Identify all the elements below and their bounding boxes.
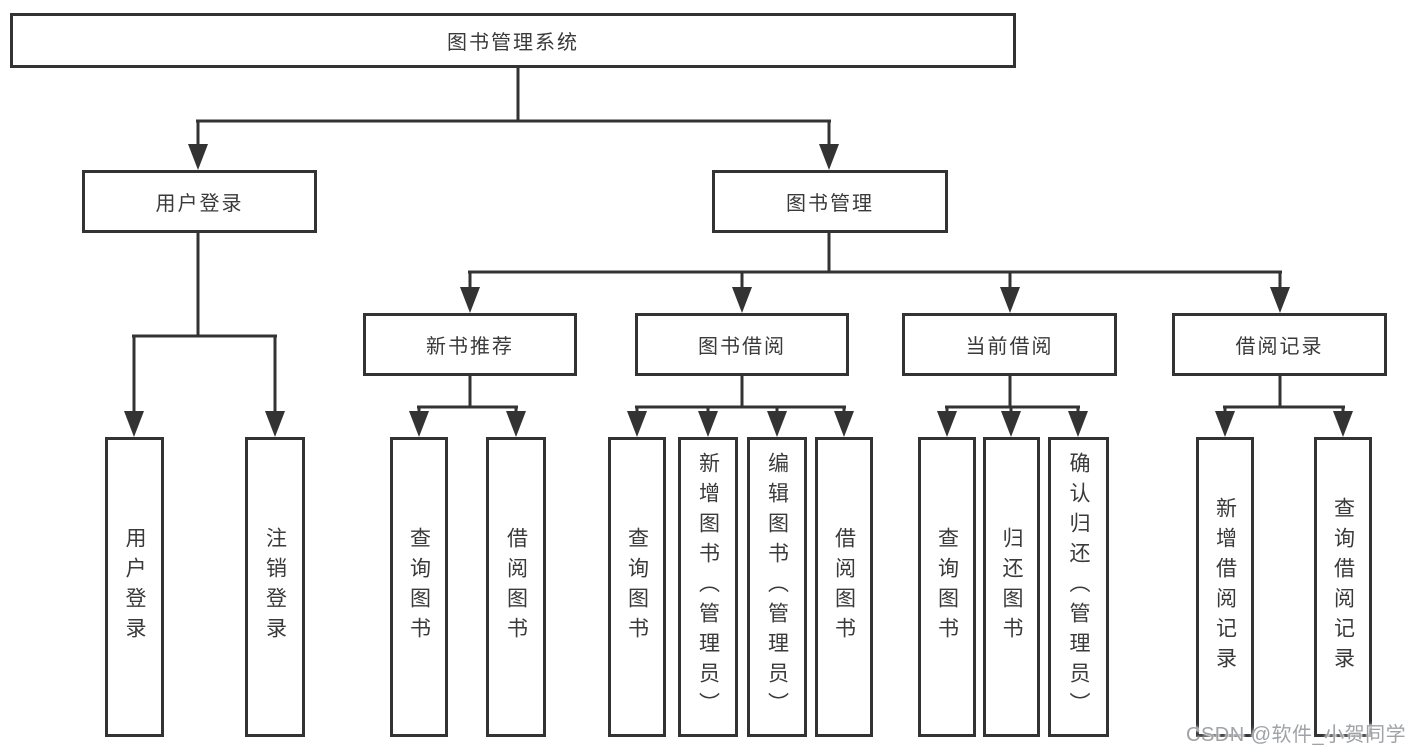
leaf-query-books-2: 查询图书 xyxy=(608,437,666,737)
arrowhead-icon xyxy=(409,411,429,437)
arrowhead-icon xyxy=(767,411,787,437)
node-new-book-recommendation: 新书推荐 xyxy=(363,313,577,376)
node-label: 图书借阅 xyxy=(698,336,786,358)
connector-borrow-records-to-leaves xyxy=(1223,376,1345,416)
leaf-user-login: 用户登录 xyxy=(105,437,164,737)
leaf-edit-books-admin: 编辑图书（管理员） xyxy=(747,437,807,737)
arrowhead-icon xyxy=(698,411,718,437)
leaf-label: 注销登录 xyxy=(263,527,287,647)
node-label: 用户登录 xyxy=(155,193,244,215)
leaf-confirm-return-admin: 确认归还（管理员） xyxy=(1048,437,1109,737)
node-library-management-system: 图书管理系统 xyxy=(10,13,1016,68)
node-label: 借阅记录 xyxy=(1235,336,1324,358)
connector-new-books-to-leaves xyxy=(417,376,518,416)
leaf-logout: 注销登录 xyxy=(245,437,305,737)
arrowhead-icon xyxy=(506,411,526,437)
arrowhead-icon xyxy=(1001,411,1021,437)
node-current-borrowing: 当前借阅 xyxy=(902,313,1117,376)
node-user-login: 用户登录 xyxy=(82,170,317,233)
connector-root-to-level2 xyxy=(196,66,831,150)
leaf-borrow-books-2: 借阅图书 xyxy=(815,437,873,737)
leaf-label: 借阅图书 xyxy=(832,527,856,647)
leaf-label: 查询图书 xyxy=(407,527,431,647)
connector-current-borrow-to-leaves xyxy=(945,376,1080,416)
node-book-management: 图书管理 xyxy=(712,170,948,233)
leaf-borrow-books-1: 借阅图书 xyxy=(486,437,546,737)
node-book-borrowing: 图书借阅 xyxy=(635,313,849,376)
arrowhead-icon xyxy=(460,287,480,313)
node-label: 当前借阅 xyxy=(965,336,1054,358)
node-label: 图书管理 xyxy=(786,193,874,215)
leaf-query-books-1: 查询图书 xyxy=(390,437,448,737)
leaf-add-borrow-record: 新增借阅记录 xyxy=(1196,437,1254,737)
arrowhead-icon xyxy=(819,144,839,170)
leaf-label: 归还图书 xyxy=(1000,527,1023,647)
leaf-label: 查询借阅记录 xyxy=(1331,497,1355,677)
arrowhead-icon xyxy=(1000,287,1020,313)
leaf-label: 确认归还（管理员） xyxy=(1067,452,1090,722)
arrowhead-icon xyxy=(188,144,208,170)
arrowhead-icon xyxy=(1068,411,1088,437)
arrowhead-icon xyxy=(124,411,144,437)
leaf-label: 借阅图书 xyxy=(504,527,528,647)
arrowhead-icon xyxy=(937,411,957,437)
arrowhead-icon xyxy=(627,411,647,437)
leaf-label: 用户登录 xyxy=(123,527,146,647)
leaf-query-borrow-record: 查询借阅记录 xyxy=(1314,437,1372,737)
leaf-label: 查询图书 xyxy=(625,527,649,647)
csdn-watermark: CSDN @软件_小贺同学 xyxy=(1186,724,1405,746)
leaf-label: 编辑图书（管理员） xyxy=(765,452,789,722)
arrowhead-icon xyxy=(1270,287,1290,313)
leaf-label: 新增图书（管理员） xyxy=(696,452,720,722)
leaf-query-books-3: 查询图书 xyxy=(918,437,976,737)
arrowhead-icon xyxy=(834,411,854,437)
connector-user-login-to-leaves xyxy=(132,233,277,416)
arrowhead-icon xyxy=(1215,411,1235,437)
leaf-return-books: 归还图书 xyxy=(983,437,1040,737)
node-borrowing-records: 借阅记录 xyxy=(1172,313,1387,376)
node-label: 新书推荐 xyxy=(426,336,514,358)
leaf-label: 查询图书 xyxy=(935,527,959,647)
connector-book-mgmt-to-level3 xyxy=(468,233,1282,293)
node-label: 图书管理系统 xyxy=(447,32,579,54)
leaf-add-books-admin: 新增图书（管理员） xyxy=(678,437,738,737)
connector-book-borrow-to-leaves xyxy=(635,376,846,416)
arrowhead-icon xyxy=(1333,411,1353,437)
arrowhead-icon xyxy=(732,287,752,313)
leaf-label: 新增借阅记录 xyxy=(1213,497,1237,677)
arrowhead-icon xyxy=(265,411,285,437)
